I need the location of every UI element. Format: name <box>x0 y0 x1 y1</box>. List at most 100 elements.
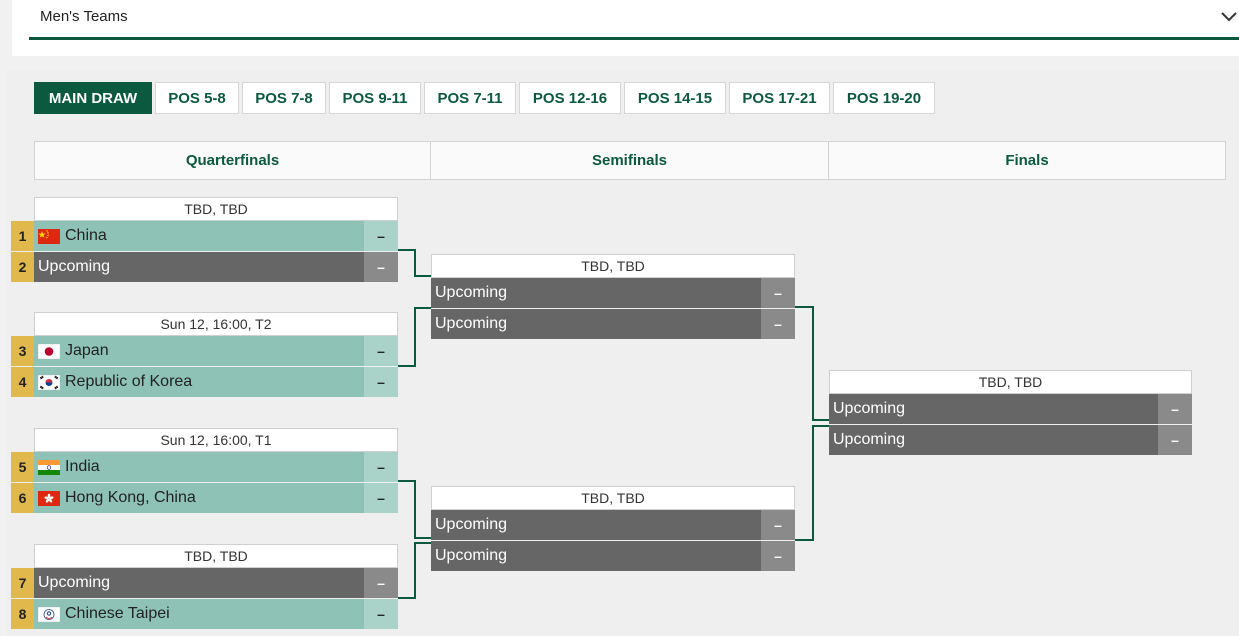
team-name-cell[interactable]: Upcoming <box>34 252 364 282</box>
team-score: – <box>364 367 398 397</box>
tab-pos-7-8[interactable]: POS 7-8 <box>242 82 326 114</box>
team-score: – <box>364 452 398 482</box>
qf-match-1: TBD, TBD 1 China – 2 Upcoming – <box>11 197 398 282</box>
team-score: – <box>1158 425 1192 455</box>
team-name: Hong Kong, China <box>65 489 196 506</box>
team-score: – <box>761 278 795 308</box>
qf-match-3: Sun 12, 16:00, T1 5 India – 6 Hong Kong,… <box>11 428 398 513</box>
team-name-cell[interactable]: Upcoming <box>431 541 761 571</box>
korea-flag-icon <box>38 374 60 390</box>
match-time: Sun 12, 16:00, T1 <box>34 428 398 452</box>
team-row[interactable]: Upcoming – <box>431 510 795 540</box>
match-time: Sun 12, 16:00, T2 <box>34 312 398 336</box>
hong-kong-flag-icon <box>38 490 60 506</box>
team-row[interactable]: Upcoming – <box>829 394 1192 424</box>
team-name: China <box>65 227 107 244</box>
team-name-cell[interactable]: Republic of Korea <box>34 367 364 397</box>
sf-match-2: TBD, TBD Upcoming – Upcoming – <box>431 486 795 571</box>
round-header-quarterfinals: Quarterfinals <box>34 141 431 180</box>
team-row[interactable]: Upcoming – <box>431 541 795 571</box>
team-row[interactable]: Upcoming – <box>431 309 795 339</box>
qf-match-4: TBD, TBD 7 Upcoming – 8 Chinese Taipei – <box>11 544 398 629</box>
team-name-cell[interactable]: Upcoming <box>431 510 761 540</box>
final-match: TBD, TBD Upcoming – Upcoming – <box>829 370 1192 455</box>
team-row[interactable]: 6 Hong Kong, China – <box>11 483 398 513</box>
team-name: Upcoming <box>435 284 508 301</box>
india-flag-icon <box>38 459 60 475</box>
team-score: – <box>364 336 398 366</box>
japan-flag-icon <box>38 343 60 359</box>
team-score: – <box>364 568 398 598</box>
team-row[interactable]: Upcoming – <box>829 425 1192 455</box>
team-row[interactable]: 3 Japan – <box>11 336 398 366</box>
team-name: Japan <box>65 342 109 359</box>
team-name-cell[interactable]: Upcoming <box>431 278 761 308</box>
team-name-cell[interactable]: India <box>34 452 364 482</box>
team-score: – <box>761 309 795 339</box>
team-name: India <box>65 458 100 475</box>
team-name: Chinese Taipei <box>65 605 170 622</box>
seed-number: 4 <box>11 367 34 397</box>
team-name-cell[interactable]: Upcoming <box>829 394 1158 424</box>
round-header-finals: Finals <box>828 141 1226 180</box>
team-name: Upcoming <box>435 315 508 332</box>
tab-pos-9-11[interactable]: POS 9-11 <box>329 82 421 114</box>
seed-number: 2 <box>11 252 34 282</box>
team-row[interactable]: 1 China – <box>11 221 398 251</box>
match-time: TBD, TBD <box>829 370 1192 394</box>
team-name: Upcoming <box>435 547 508 564</box>
team-name-cell[interactable]: Japan <box>34 336 364 366</box>
match-time: TBD, TBD <box>431 486 795 510</box>
tab-pos-12-16[interactable]: POS 12-16 <box>519 82 621 114</box>
team-name-cell[interactable]: China <box>34 221 364 251</box>
tab-main-draw[interactable]: MAIN DRAW <box>34 82 152 114</box>
team-row[interactable]: 4 Republic of Korea – <box>11 367 398 397</box>
team-name: Upcoming <box>833 400 906 417</box>
team-row[interactable]: 5 India – <box>11 452 398 482</box>
seed-number: 6 <box>11 483 34 513</box>
match-time: TBD, TBD <box>34 197 398 221</box>
team-score: – <box>364 252 398 282</box>
chevron-down-icon <box>1221 12 1237 22</box>
team-score: – <box>364 483 398 513</box>
china-flag-icon <box>38 228 60 244</box>
team-row[interactable]: 7 Upcoming – <box>11 568 398 598</box>
team-name: Upcoming <box>833 431 906 448</box>
qf-match-2: Sun 12, 16:00, T2 3 Japan – 4 Republic o… <box>11 312 398 397</box>
tab-pos-19-20[interactable]: POS 19-20 <box>833 82 935 114</box>
team-row[interactable]: 8 Chinese Taipei – <box>11 599 398 629</box>
seed-number: 8 <box>11 599 34 629</box>
team-score: – <box>761 541 795 571</box>
tab-pos-17-21[interactable]: POS 17-21 <box>729 82 830 114</box>
category-dropdown[interactable]: Men's Teams <box>29 0 1239 40</box>
team-name-cell[interactable]: Upcoming <box>34 568 364 598</box>
seed-number: 5 <box>11 452 34 482</box>
team-name-cell[interactable]: Hong Kong, China <box>34 483 364 513</box>
chinese-taipei-flag-icon <box>38 606 60 622</box>
team-name: Upcoming <box>38 258 111 275</box>
team-name: Upcoming <box>435 516 508 533</box>
team-score: – <box>364 221 398 251</box>
category-dropdown-value: Men's Teams <box>40 8 128 25</box>
team-score: – <box>1158 394 1192 424</box>
team-name-cell[interactable]: Chinese Taipei <box>34 599 364 629</box>
tab-pos-7-11[interactable]: POS 7-11 <box>424 82 516 114</box>
team-name: Republic of Korea <box>65 373 193 390</box>
tab-pos-5-8[interactable]: POS 5-8 <box>155 82 239 114</box>
seed-number: 1 <box>11 221 34 251</box>
match-time: TBD, TBD <box>34 544 398 568</box>
team-score: – <box>364 599 398 629</box>
team-name-cell[interactable]: Upcoming <box>431 309 761 339</box>
sf-match-1: TBD, TBD Upcoming – Upcoming – <box>431 254 795 339</box>
seed-number: 7 <box>11 568 34 598</box>
team-score: – <box>761 510 795 540</box>
team-name: Upcoming <box>38 574 111 591</box>
match-time: TBD, TBD <box>431 254 795 278</box>
filter-bar: Men's Teams <box>12 0 1239 56</box>
team-name-cell[interactable]: Upcoming <box>829 425 1158 455</box>
seed-number: 3 <box>11 336 34 366</box>
team-row[interactable]: 2 Upcoming – <box>11 252 398 282</box>
team-row[interactable]: Upcoming – <box>431 278 795 308</box>
tab-pos-14-15[interactable]: POS 14-15 <box>624 82 726 114</box>
round-header-semifinals: Semifinals <box>430 141 829 180</box>
